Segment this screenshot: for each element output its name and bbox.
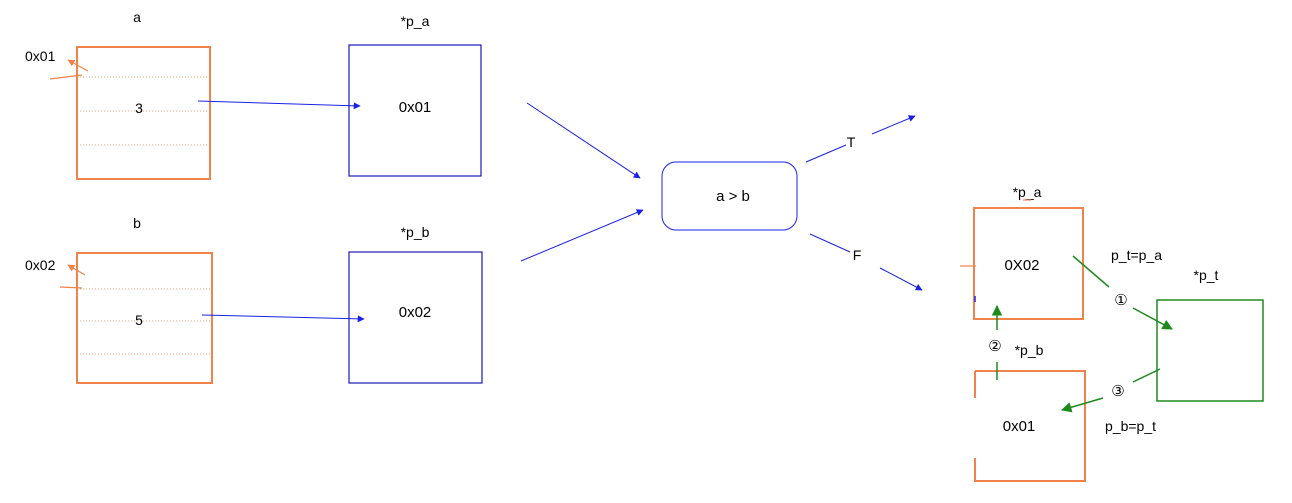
true-branch-line [805,144,847,163]
variable-b-name: b [133,215,141,231]
variable-a: a 0x01 3 [25,9,211,180]
step1-mark: ① [1114,292,1127,309]
false-branch-line [809,233,851,253]
variable-a-address-pointer [49,74,83,80]
pointer-p-a-value: 0x01 [399,99,432,116]
arrow-p-a-to-condition [526,102,641,179]
arrow-a-to-p-a [197,100,361,110]
swap-p-a-value: 0X02 [1004,257,1039,274]
true-branch-arrow [871,115,916,135]
variable-a-box [76,46,211,180]
variable-b: b 0x02 5 [25,215,213,384]
variable-a-address: 0x01 [25,48,56,64]
swap-p-t-name: *p_t [1194,267,1219,283]
pointer-p-a-name: *p_a [401,13,430,29]
swap-p-b: *p_b 0x01 [974,342,1086,482]
step1-arrow [1132,307,1173,330]
step3-line [1132,368,1161,383]
swap-p-a-box [973,207,1084,320]
swap-p-t: *p_t [1156,267,1264,402]
step1-text: p_t=p_a [1111,247,1162,263]
condition-box [661,161,798,231]
swap-p-t-box [1156,299,1264,402]
step3-arrow [1060,397,1104,413]
variable-b-address-arrow [67,264,86,276]
swap-p-b-value: 0x01 [1003,418,1036,435]
variable-b-address: 0x02 [25,257,56,273]
swap-p-a: *p_a 0X02 [960,184,1084,320]
step1-line [1072,255,1110,288]
false-branch-arrow [879,267,923,291]
arrow-p-b-to-condition [520,209,644,262]
arrow-b-to-p-b [201,314,365,323]
variable-a-name: a [133,9,141,25]
pointer-p-b-box [348,251,483,384]
swap-p-b-name: *p_b [1015,342,1044,358]
variable-b-box [76,252,213,384]
true-branch-label: T [847,134,856,150]
pointer-p-a-box [348,44,482,177]
variable-a-address-arrow [67,59,89,72]
step2-mark: ② [988,338,1001,355]
step3-mark: ③ [1111,383,1124,400]
pointer-p-b: *p_b 0x02 [348,224,483,384]
pointer-p-b-value: 0x02 [399,304,432,321]
variable-b-value: 5 [135,312,143,328]
swap-p-a-name: *p_a [1013,184,1042,200]
step3-text: p_b=p_t [1105,418,1156,434]
variable-b-address-pointer [59,286,83,289]
condition-label: a > b [716,188,750,205]
pointer-p-b-name: *p_b [401,224,430,240]
condition: a > b [661,161,798,231]
variable-a-value: 3 [135,100,143,116]
swap-p-b-box [974,370,1086,482]
pointer-p-a: *p_a 0x01 [348,13,482,177]
false-branch-label: F [853,247,862,263]
